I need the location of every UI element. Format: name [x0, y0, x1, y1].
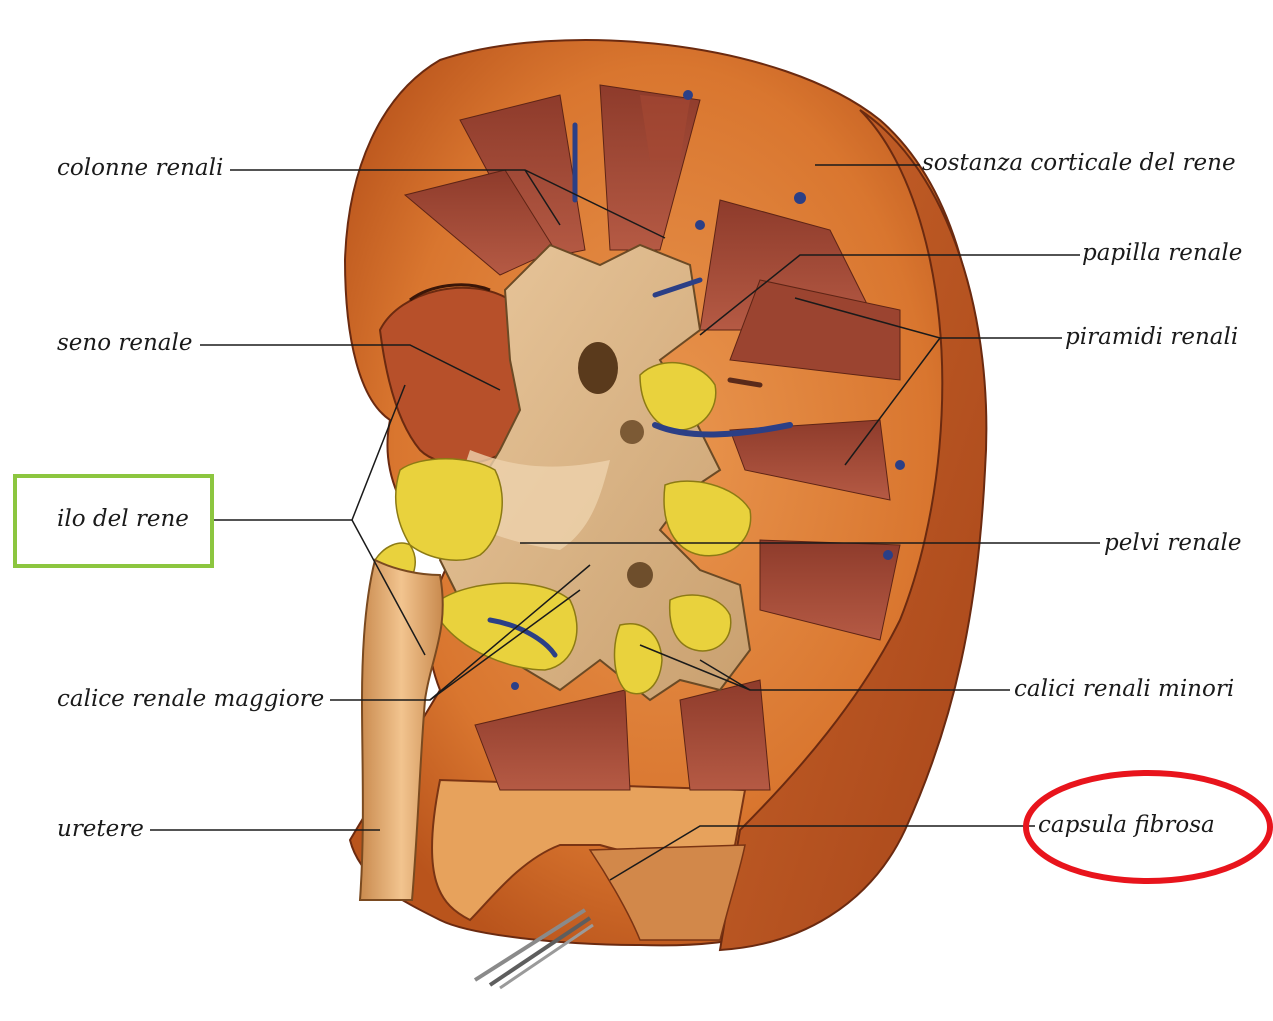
label-ilo-del-rene: ilo del rene	[57, 508, 189, 531]
label-calice-renale-maggiore: calice renale maggiore	[57, 688, 324, 711]
label-pelvi-renale: pelvi renale	[1104, 532, 1241, 555]
label-sostanza-corticale: sostanza corticale del rene	[922, 152, 1236, 175]
label-papilla-renale: papilla renale	[1082, 242, 1242, 265]
label-uretere: uretere	[57, 818, 144, 841]
label-seno-renale: seno renale	[57, 332, 192, 355]
label-piramidi-renali: piramidi renali	[1065, 326, 1238, 349]
label-calici-renali-minori: calici renali minori	[1014, 678, 1234, 701]
label-capsula-fibrosa: capsula fibrosa	[1038, 814, 1215, 837]
label-colonne-renali: colonne renali	[57, 157, 223, 180]
